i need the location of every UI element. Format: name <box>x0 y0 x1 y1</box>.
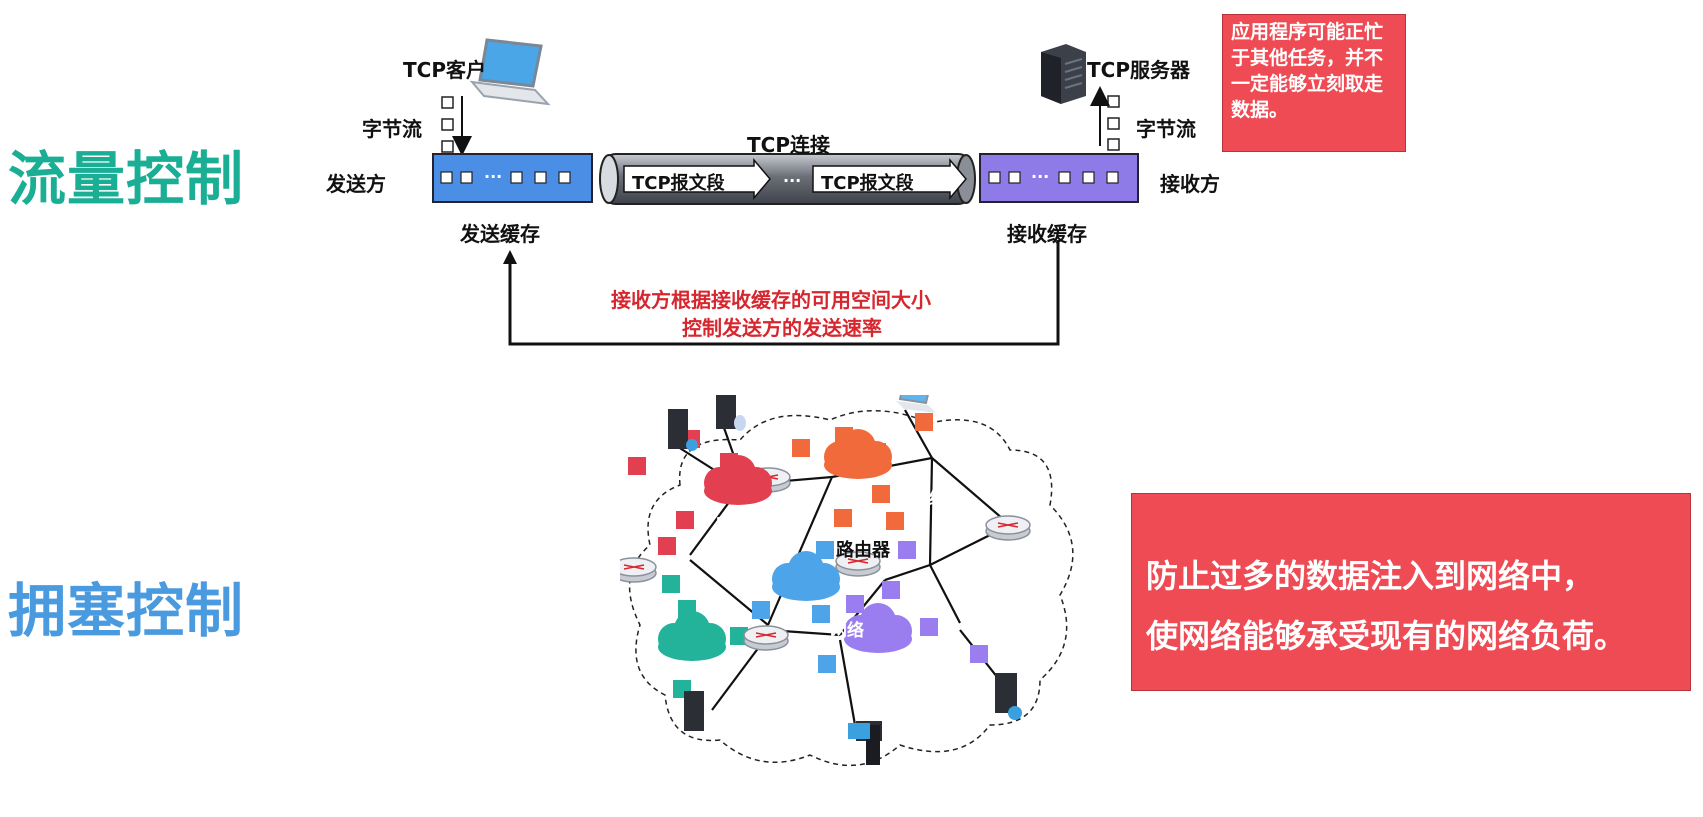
byte-stream-right-label: 字节流 <box>1136 117 1196 141</box>
sender-label: 发送方 <box>326 172 386 196</box>
tcp-connection-label: TCP连接 <box>747 133 830 157</box>
tcp-client-label: TCP客户 <box>403 58 486 82</box>
svg-text:···: ··· <box>783 171 801 190</box>
server-icon <box>1041 44 1086 104</box>
svg-text:···: ··· <box>484 167 502 186</box>
network-label-orange: 网络 <box>912 489 946 509</box>
flow-control-title: 流量控制 <box>8 145 245 213</box>
flow-control-diagram: ··· ··· ··· <box>432 38 1139 346</box>
svg-text:···: ··· <box>1031 167 1049 186</box>
receive-buffer-box: ··· <box>979 153 1139 203</box>
tcp-server-label: TCP服务器 <box>1087 58 1190 82</box>
feedback-loop-arrow <box>503 240 1060 346</box>
application-busy-note: 应用程序可能正忙于其他任务，并不一定能够立刻取走数据。 <box>1222 14 1406 152</box>
router-icons <box>620 467 1031 651</box>
receiver-label: 接收方 <box>1160 172 1220 196</box>
router-label: 路由器 <box>836 540 890 561</box>
host-icons <box>668 395 1022 765</box>
feedback-text-line2: 控制发送方的发送速率 <box>682 316 882 340</box>
network-label-red: 网络 <box>716 516 750 536</box>
congestion-control-note: 防止过多的数据注入到网络中， 使网络能够承受现有的网络负荷。 <box>1131 493 1691 691</box>
segment-1-label: TCP报文段 <box>632 173 725 194</box>
network-label-blue: 网络 <box>830 621 864 641</box>
receive-buffer-label: 接收缓存 <box>1007 222 1087 246</box>
feedback-text-line1: 接收方根据接收缓存的可用空间大小 <box>611 288 931 312</box>
send-buffer-box: ··· <box>432 153 593 203</box>
tcp-connection-pipe: ··· <box>599 153 976 205</box>
congestion-network-diagram <box>620 395 1074 767</box>
byte-stream-squares-right <box>1107 95 1120 151</box>
segment-2-label: TCP报文段 <box>821 173 914 194</box>
network-label-purple: 网络 <box>913 682 947 702</box>
congestion-note-line2: 使网络能够承受现有的网络负荷。 <box>1146 617 1627 655</box>
byte-stream-squares-left <box>441 96 454 153</box>
byte-stream-left-label: 字节流 <box>362 117 422 141</box>
congestion-control-title: 拥塞控制 <box>8 577 245 645</box>
congestion-note-line1: 防止过多的数据注入到网络中， <box>1146 557 1595 595</box>
laptop-icon <box>469 38 551 106</box>
send-buffer-label: 发送缓存 <box>460 222 540 246</box>
network-label-green: 网络 <box>727 690 761 710</box>
network-clouds <box>658 429 912 661</box>
